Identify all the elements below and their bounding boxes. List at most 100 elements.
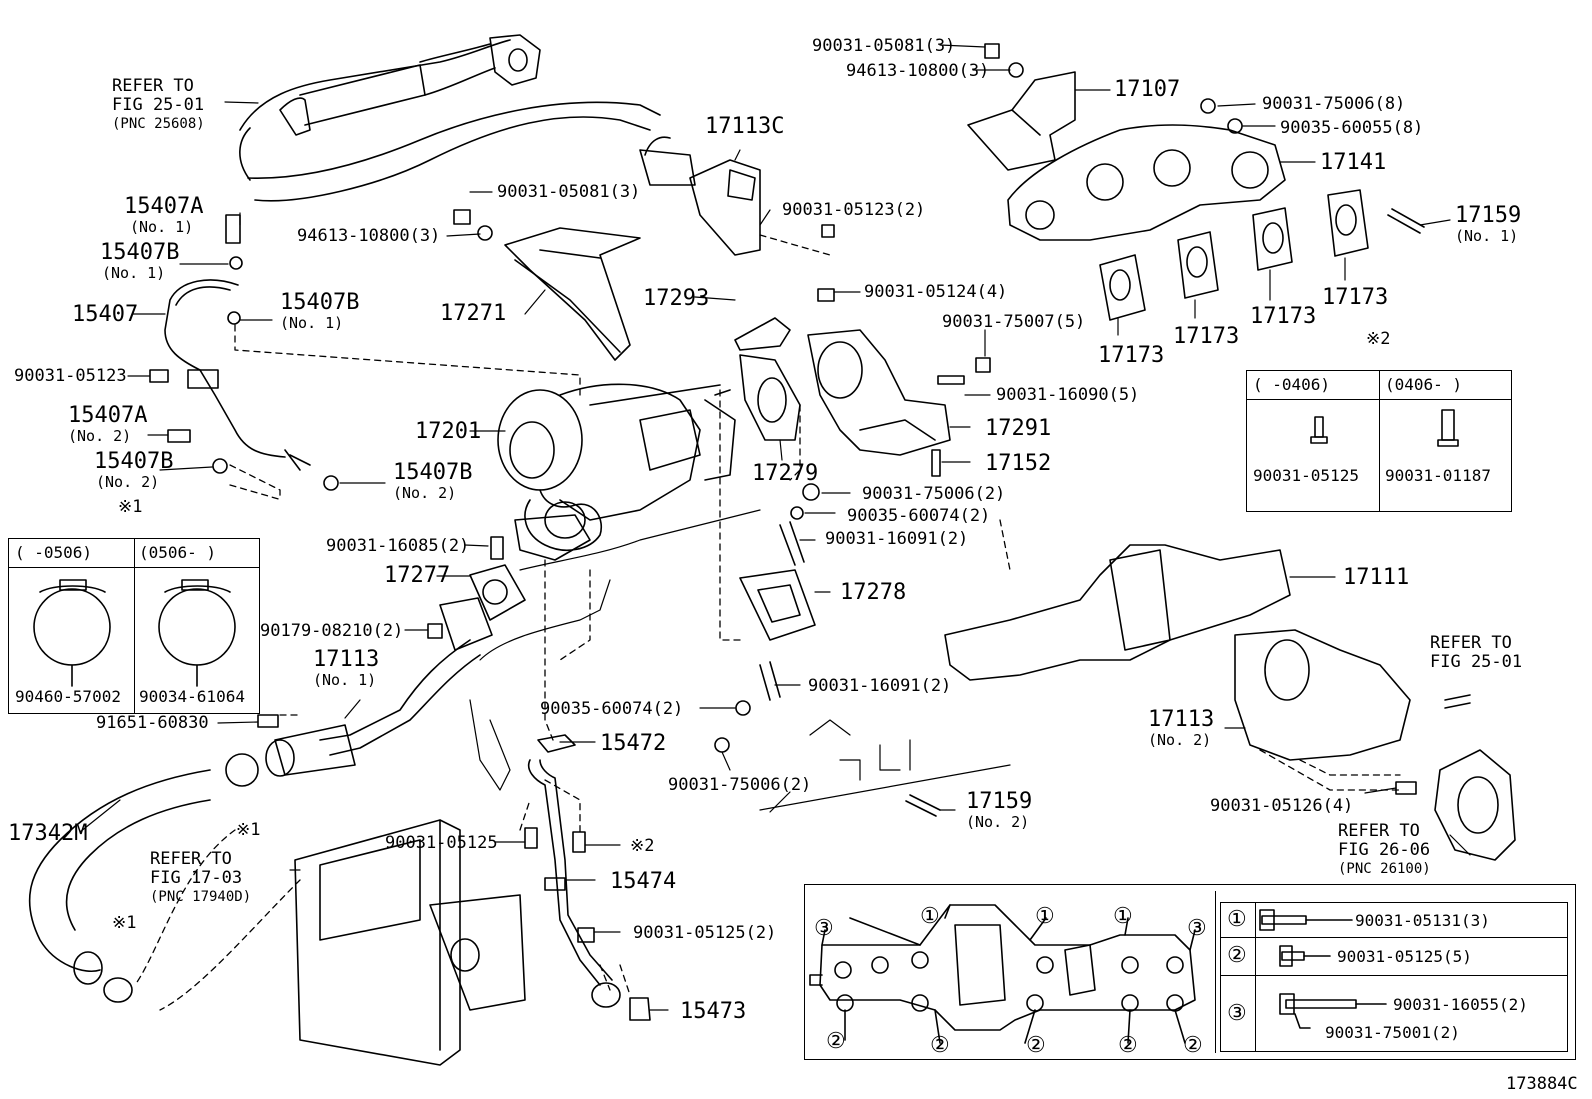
table2-bolts	[1310, 409, 1459, 447]
label-15472: 15472	[600, 731, 667, 756]
table-mark1-left-part: 90460-57002	[15, 687, 121, 706]
intercooler-hose	[28, 769, 211, 1003]
label-90035-60074-2a: 90035-60074(2)	[847, 506, 991, 526]
key-1: ①	[1227, 907, 1247, 932]
refer-fig-25-01-b: REFER TO FIG 25-01	[1430, 633, 1523, 672]
label-90031-75006-8: 90031-75006(8)	[1262, 94, 1406, 114]
mark2-bolt: ※2	[630, 836, 655, 856]
label-17113c: 17113C	[705, 114, 785, 139]
label-90031-75006-2a: 90031-75006(2)	[862, 484, 1006, 504]
oil-line	[164, 279, 311, 471]
label-90031-05123-2: 90031-05123(2)	[782, 200, 926, 220]
table-mark1: ( -0506) (0506- ) 90460-57002 90034-6106…	[8, 538, 260, 714]
label-15407b-no2-a: 15407B (No. 2)	[94, 449, 174, 491]
table-mark2-right-head: (0406- )	[1385, 375, 1463, 394]
label-17113-no1: 17113 (No. 1)	[313, 647, 380, 689]
gasket-mark-2-d: ②	[1118, 1033, 1138, 1058]
key-row3-part-a: 90031-16055(2)	[1393, 995, 1528, 1014]
label-17291: 17291	[985, 416, 1052, 441]
turbo-outlet-pipe	[225, 564, 526, 787]
gasket-mark-2-b: ②	[930, 1033, 950, 1058]
intake-manifold	[944, 544, 1516, 861]
table-mark2-left-head: ( -0406)	[1253, 375, 1331, 394]
label-94613-10800-top: 94613-10800(3)	[846, 61, 990, 81]
refer-fig-17-03: REFER TO FIG 17-03 (PNC 17940D)	[150, 849, 252, 906]
label-17111: 17111	[1343, 565, 1410, 590]
outlet-elbow	[739, 329, 951, 456]
label-90031-16091-2b: 90031-16091(2)	[808, 676, 952, 696]
label-17159-no2: 17159 (No. 2)	[966, 789, 1033, 831]
label-90031-75007-5: 90031-75007(5)	[942, 312, 1086, 332]
label-90031-75006-2b: 90031-75006(2)	[668, 775, 812, 795]
mark1-clamp-lower: ※1	[112, 913, 137, 933]
label-17107: 17107	[1114, 77, 1181, 102]
upper-pipe	[239, 34, 696, 202]
label-17113-no2: 17113 (No. 2)	[1148, 707, 1215, 749]
key-3: ③	[1227, 1001, 1247, 1026]
table-mark1-right-part: 90034-61064	[139, 687, 245, 706]
label-17293: 17293	[643, 286, 710, 311]
engine-block	[469, 509, 1011, 813]
gasket-mark-2-e: ②	[1183, 1033, 1203, 1058]
key-row1-part: 90031-05131(3)	[1355, 911, 1490, 930]
key-2: ②	[1227, 943, 1247, 968]
label-17271: 17271	[440, 301, 507, 326]
key-row3-part-b: 90031-75001(2)	[1325, 1023, 1460, 1042]
label-90179-08210-2: 90179-08210(2)	[260, 621, 404, 641]
label-17342m: 17342M	[8, 821, 88, 846]
label-15473: 15473	[680, 999, 747, 1024]
dashed-lines	[134, 234, 1401, 1011]
label-90031-05124-4: 90031-05124(4)	[864, 282, 1008, 302]
gasket-mark-3-right: ③	[1187, 916, 1207, 941]
gasket-mark-1-a: ①	[920, 904, 940, 929]
label-90031-16085-2: 90031-16085(2)	[326, 536, 470, 556]
mark1-table: ※1	[118, 497, 143, 517]
label-90031-16090-5: 90031-16090(5)	[996, 385, 1140, 405]
label-90031-05125-2: 90031-05125(2)	[633, 923, 777, 943]
gasket-mark-2-c: ②	[1026, 1033, 1046, 1058]
label-90031-05123: 90031-05123	[14, 366, 127, 386]
gasket-mark-3-left: ③	[814, 916, 834, 941]
label-17173-d: 17173	[1098, 343, 1165, 368]
gasket-bolt-box	[804, 884, 1576, 1060]
label-90031-05081-top: 90031-05081(3)	[812, 36, 956, 56]
hose-clamps	[33, 579, 236, 687]
label-17279: 17279	[752, 461, 819, 486]
label-90035-60055-8: 90035-60055(8)	[1280, 118, 1424, 138]
turbocharger	[497, 383, 736, 561]
table-mark2-right-part: 90031-01187	[1385, 466, 1491, 485]
diagram-id: 173884C	[1506, 1074, 1578, 1094]
gasket-17278	[739, 569, 816, 641]
bolt-key-table: ① ② ③ 90031-05131(3) 90031-05125(5) 9003…	[1220, 902, 1568, 1052]
gasket-mark-1-c: ①	[1113, 904, 1133, 929]
exhaust-manifold	[967, 71, 1369, 321]
label-15407b-no2-b: 15407B (No. 2)	[393, 460, 473, 502]
label-17201: 17201	[415, 419, 482, 444]
gasket-layout	[809, 904, 1196, 1044]
label-15474: 15474	[610, 869, 677, 894]
heat-shields	[504, 159, 791, 361]
label-90031-05081-3: 90031-05081(3)	[497, 182, 641, 202]
key-bolts	[1259, 909, 1387, 1029]
gasket-mark-2-a: ②	[826, 1029, 846, 1054]
label-90031-16091-2a: 90031-16091(2)	[825, 529, 969, 549]
label-15407b-no1-b: 15407B (No. 1)	[280, 290, 360, 332]
table-mark1-right-head: (0506- )	[139, 543, 217, 562]
mark1-clamp-upper: ※1	[236, 820, 261, 840]
label-94613-10800-3: 94613-10800(3)	[297, 226, 441, 246]
table-mark2: ( -0406) (0406- ) 90031-05125 90031-0118…	[1246, 370, 1512, 512]
label-15407a-no2: 15407A (No. 2)	[68, 403, 148, 445]
label-90035-60074-2b: 90035-60074(2)	[540, 699, 684, 719]
label-17141: 17141	[1320, 150, 1387, 175]
key-row2-part: 90031-05125(5)	[1337, 947, 1472, 966]
label-15407: 15407	[72, 302, 139, 327]
intercooler	[294, 819, 526, 1066]
return-line	[527, 734, 651, 1021]
label-17152: 17152	[985, 451, 1052, 476]
label-90031-05126-4: 90031-05126(4)	[1210, 796, 1354, 816]
label-15407a-no1: 15407A (No. 1)	[124, 194, 204, 236]
label-17173-c: 17173	[1173, 324, 1240, 349]
label-17173-a: 17173	[1322, 285, 1389, 310]
